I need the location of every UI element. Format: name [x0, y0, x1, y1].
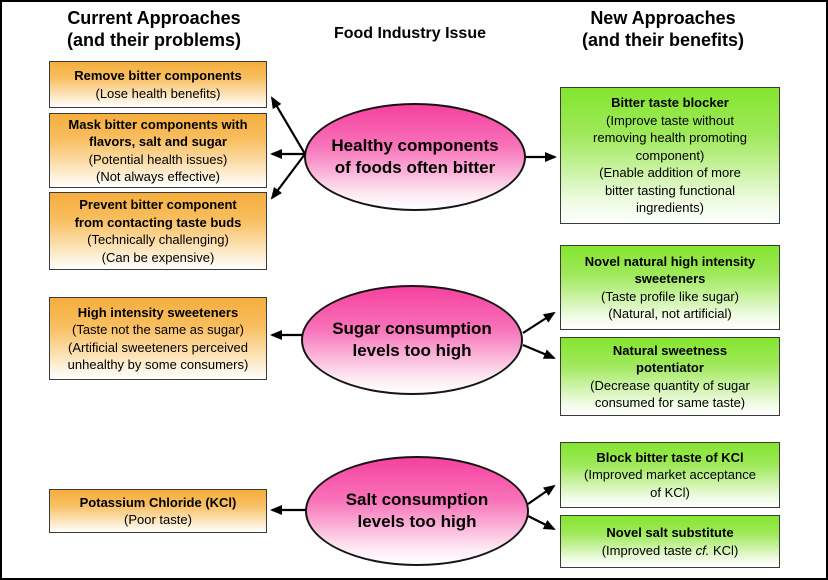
benefit-box-note: (Improved market acceptance of KCl) — [584, 467, 756, 500]
benefit-box-title: Novel salt substitute — [606, 525, 734, 540]
problem-box-note: (Technically challenging) (Can be expens… — [87, 232, 229, 265]
benefit-box-bitter-taste-blocker: Bitter taste blocker (Improve taste with… — [560, 87, 780, 224]
problem-box-title: Potassium Chloride (KCl) — [79, 494, 237, 510]
arrow-salt-to-block-bitter — [527, 484, 556, 505]
benefit-box-note: (Decrease quantity of sugar consumed for… — [590, 377, 750, 411]
column-header-current-approaches: Current Approaches (and their problems) — [66, 8, 241, 50]
benefit-box-title: Natural sweetness potentiator — [612, 342, 728, 376]
problem-box-title: Remove bitter components — [74, 68, 242, 83]
column-header-food-industry-issue: Food Industry Issue — [333, 25, 486, 42]
issue-ellipse-sugar-consumption: Sugar consumption levels too high — [301, 285, 523, 395]
benefit-note-suffix: KCl) — [709, 542, 739, 558]
problem-box-title: High intensity sweeteners — [77, 304, 239, 320]
problem-box-note: (Poor taste) — [124, 512, 192, 527]
arrow-bitter-to-prevent — [270, 153, 306, 200]
column-header-new-approaches: New Approaches (and their benefits) — [581, 8, 744, 50]
benefit-box-title: Bitter taste blocker — [611, 95, 729, 111]
benefit-box-novel-salt-substitute: Novel salt substitute (Improved taste cf… — [560, 515, 780, 568]
benefit-box-title: Novel natural high intensity sweeteners — [584, 253, 756, 287]
benefit-note-cf-italic: cf. — [695, 542, 710, 558]
benefit-box-note: (Taste profile like sugar) (Natural, not… — [601, 288, 739, 322]
benefit-box-novel-natural-sweeteners: Novel natural high intensity sweeteners … — [560, 245, 780, 330]
problem-box-mask-bitter: Mask bitter components with flavors, sal… — [49, 113, 267, 188]
problem-box-prevent-contact: Prevent bitter component from contacting… — [49, 192, 267, 270]
benefit-box-note: (Improve taste without removing health p… — [593, 112, 747, 216]
problem-box-note: (Potential health issues) (Not always ef… — [88, 151, 228, 185]
benefit-box-block-bitter-kcl: Block bitter taste of KCl (Improved mark… — [560, 442, 780, 508]
problem-box-title: Mask bitter components with flavors, sal… — [68, 116, 248, 150]
benefit-note-prefix: (Improved taste — [601, 542, 696, 558]
arrow-bitter-to-remove — [270, 96, 306, 155]
issue-ellipse-bitter-components: Healthy components of foods often bitter — [304, 103, 526, 211]
problem-box-remove-bitter: Remove bitter components (Lose health be… — [49, 61, 267, 108]
benefit-box-title: Block bitter taste of KCl — [596, 449, 744, 465]
arrow-salt-to-substitute — [527, 515, 556, 530]
problem-box-note: (Lose health benefits) — [95, 85, 221, 101]
problem-box-title: Prevent bitter component from contacting… — [74, 197, 242, 230]
problem-box-potassium-chloride: Potassium Chloride (KCl) (Poor taste) — [49, 489, 267, 533]
issue-ellipse-salt-consumption: Salt consumption levels too high — [305, 456, 529, 566]
benefit-box-sweetness-potentiator: Natural sweetness potentiator (Decrease … — [560, 337, 780, 416]
benefit-box-note: (Improved taste cf. KCl) — [602, 542, 739, 560]
arrow-sugar-to-potentiator — [522, 343, 556, 360]
problem-box-high-intensity-sweeteners: High intensity sweeteners (Taste not the… — [49, 297, 267, 380]
problem-box-note: (Taste not the same as sugar) (Artificia… — [67, 322, 249, 372]
arrow-sugar-to-novel-sweeteners — [522, 311, 556, 334]
